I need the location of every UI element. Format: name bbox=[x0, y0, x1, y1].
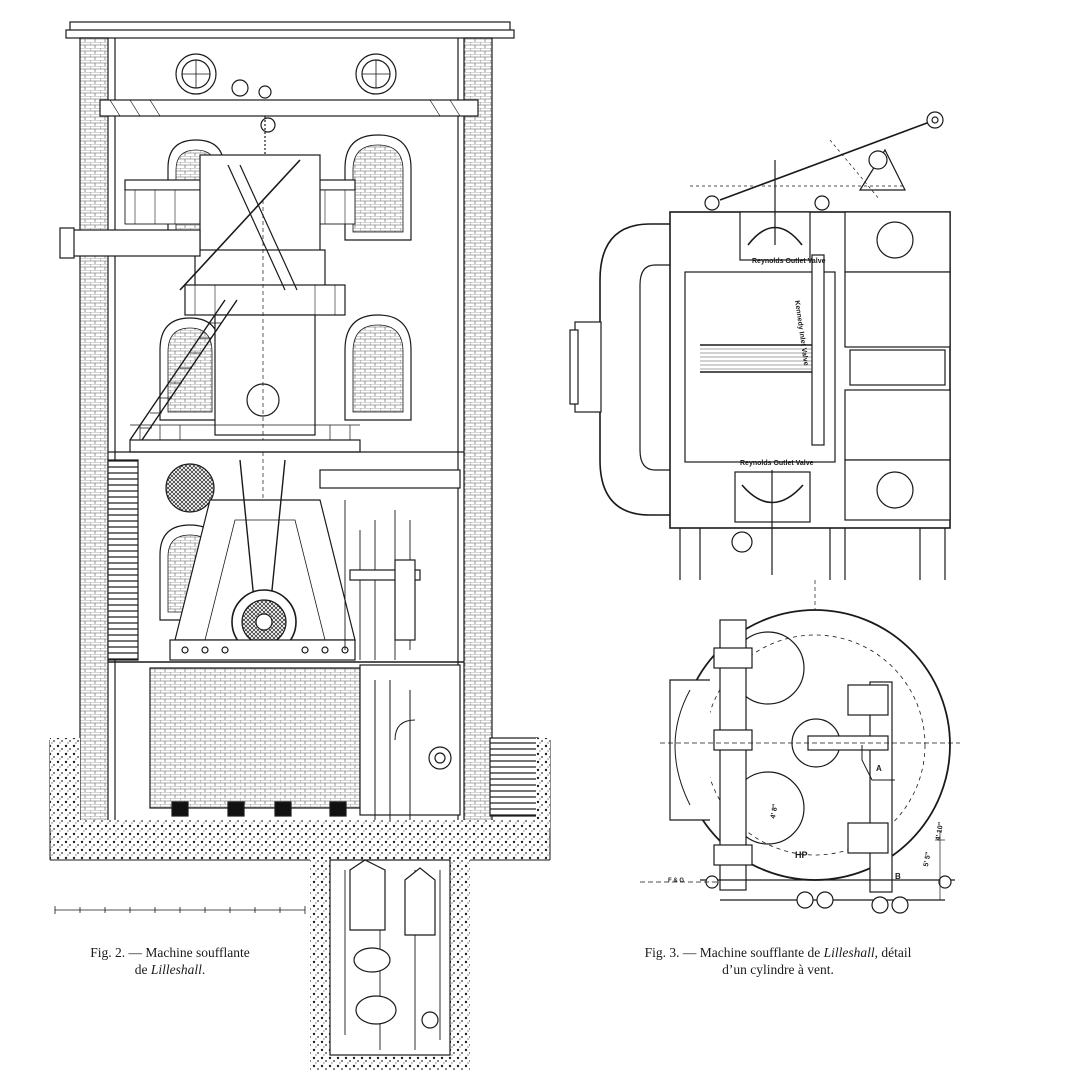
figure-3-place: Lilleshall bbox=[823, 945, 875, 960]
figure-3-prefix: Machine soufflante de bbox=[699, 945, 824, 960]
right-brick-wall bbox=[463, 37, 493, 824]
figure-2-prefix: de bbox=[134, 962, 151, 977]
overhead-crane bbox=[99, 99, 479, 117]
label-outlet-valve-top: Reynolds Outlet Valve bbox=[752, 258, 826, 265]
figure-2-place: Lilleshall bbox=[150, 962, 202, 977]
label-b: B bbox=[895, 872, 901, 881]
figure-2-caption-line-2: de Lilleshall. bbox=[55, 961, 285, 978]
figure-3-dash: — bbox=[679, 945, 700, 960]
figure-2-dash: — bbox=[125, 945, 146, 960]
figure-3-plan-view bbox=[640, 609, 960, 914]
figure-3-caption: Fig. 3. — Machine soufflante de Lillesha… bbox=[588, 944, 968, 978]
masonry-foundation bbox=[149, 667, 361, 809]
figure-2-number: Fig. 2. bbox=[90, 945, 126, 960]
figure-3-suffix: , détail bbox=[874, 945, 912, 960]
label-engraver: F & G bbox=[668, 878, 684, 884]
middle-platform bbox=[184, 284, 346, 316]
arched-windows-middle bbox=[159, 314, 412, 421]
air-passage bbox=[599, 223, 670, 516]
scale-bar bbox=[54, 906, 306, 914]
round-windows bbox=[175, 53, 397, 95]
label-outlet-valve-bottom: Reynolds Outlet Valve bbox=[740, 460, 814, 467]
bedplate bbox=[169, 639, 356, 661]
figure-2-suffix: . bbox=[201, 962, 206, 977]
ground-section bbox=[50, 820, 550, 860]
figure-2-caption: Fig. 2. — Machine soufflante de Lillesha… bbox=[55, 944, 285, 978]
left-brick-wall bbox=[79, 37, 109, 824]
figure-3-caption-line-1: Fig. 3. — Machine soufflante de Lillesha… bbox=[588, 944, 968, 961]
valve-lever bbox=[719, 119, 936, 201]
figure-3-caption-line-2: d’un cylindre à vent. bbox=[722, 962, 834, 977]
circular-grille bbox=[165, 463, 215, 513]
figure-3-cylinder-section bbox=[569, 111, 951, 860]
steam-cylinder bbox=[214, 314, 316, 436]
figure-2-caption-line-1: Fig. 2. — Machine soufflante bbox=[55, 944, 285, 961]
label-a: A bbox=[876, 764, 882, 773]
inlet-valve-rod bbox=[811, 254, 825, 446]
figure-2-engine-house bbox=[49, 21, 551, 1070]
figure-3-number: Fig. 3. bbox=[644, 945, 680, 960]
label-hp: HP bbox=[795, 850, 808, 860]
figure-2-title-line-1: Machine soufflante bbox=[145, 945, 250, 960]
